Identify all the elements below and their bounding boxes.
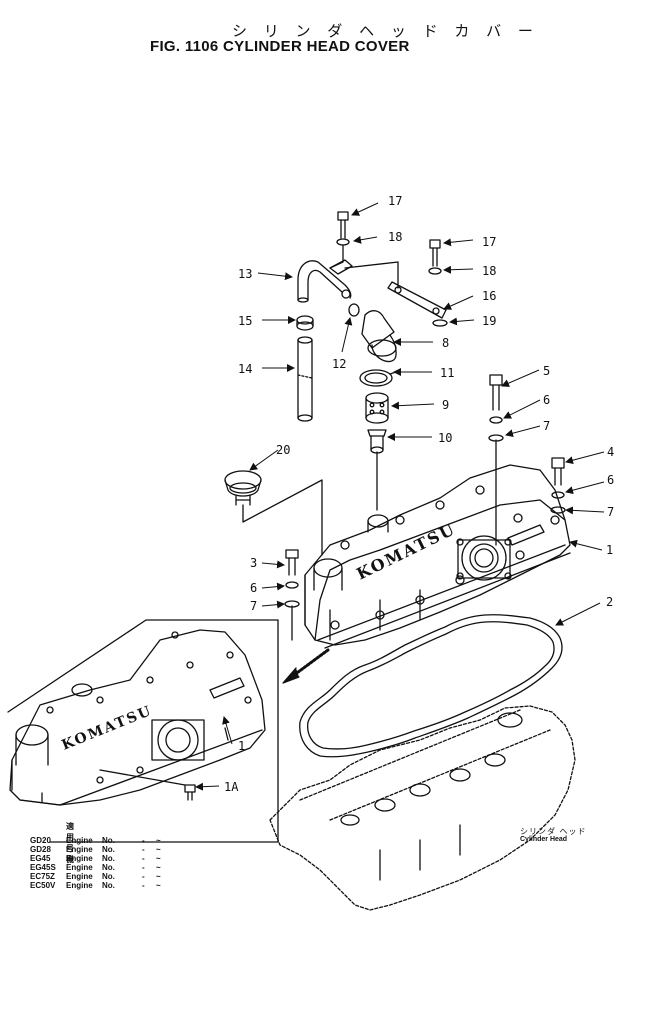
cylinder-head-label: Cylinder Head bbox=[520, 836, 568, 843]
cylinder-head-label-japanese: シリンダ ヘッド bbox=[520, 827, 587, 836]
engine-label: Engine bbox=[66, 872, 93, 881]
cover-logo: KOMATSU bbox=[353, 519, 458, 583]
detail-arrow bbox=[282, 648, 330, 684]
oil-filler-cap bbox=[224, 470, 262, 506]
range-tilde: ~ bbox=[156, 872, 161, 881]
inset-detail-view bbox=[7, 619, 279, 843]
callout-19: 19 bbox=[482, 314, 496, 328]
model-code: EG45S bbox=[30, 863, 56, 872]
callout-1a: 1A bbox=[224, 780, 239, 794]
range-dash: - bbox=[142, 872, 145, 881]
callout-2: 2 bbox=[606, 595, 613, 609]
callout-labels: 17 18 17 18 13 16 15 19 8 12 14 11 5 9 6… bbox=[224, 194, 614, 794]
cylinder-head bbox=[269, 705, 576, 911]
callout-18a: 18 bbox=[388, 230, 402, 244]
number-label: No. bbox=[102, 854, 115, 863]
range-tilde: ~ bbox=[156, 863, 161, 872]
callout-4: 4 bbox=[607, 445, 614, 459]
callout-7b: 7 bbox=[607, 505, 614, 519]
engine-label: Engine bbox=[66, 836, 93, 845]
callout-11: 11 bbox=[440, 366, 454, 380]
callout-14: 14 bbox=[238, 362, 252, 376]
number-label: No. bbox=[102, 863, 115, 872]
number-label: No. bbox=[102, 881, 115, 890]
range-tilde: ~ bbox=[156, 845, 161, 854]
number-label: No. bbox=[102, 845, 115, 854]
callout-17b: 17 bbox=[482, 235, 496, 249]
model-code: EC75Z bbox=[30, 872, 55, 881]
callout-7c: 7 bbox=[250, 599, 257, 613]
head-cover-gasket bbox=[299, 614, 563, 758]
callout-1-inset: 1 bbox=[238, 739, 245, 753]
callout-5: 5 bbox=[543, 364, 550, 378]
range-tilde: ~ bbox=[156, 836, 161, 845]
cover-fasteners bbox=[284, 374, 566, 608]
inset-logo: KOMATSU bbox=[60, 703, 155, 754]
callout-20: 20 bbox=[276, 443, 290, 457]
model-code: EC50V bbox=[30, 881, 56, 890]
figure-title: FIG. 1106 CYLINDER HEAD COVER bbox=[150, 38, 410, 55]
range-dash: - bbox=[142, 854, 145, 863]
callout-18b: 18 bbox=[482, 264, 496, 278]
range-tilde: ~ bbox=[156, 854, 161, 863]
callout-13: 13 bbox=[238, 267, 252, 281]
range-tilde: ~ bbox=[156, 881, 161, 890]
figure-title-japanese: シ リ ン ダ ヘ ッ ド カ バ ー bbox=[232, 22, 539, 40]
model-code: EG45 bbox=[30, 854, 51, 863]
assembly-leader-lines bbox=[242, 244, 497, 641]
callout-6b: 6 bbox=[607, 473, 614, 487]
callout-17a: 17 bbox=[388, 194, 402, 208]
engine-label: Engine bbox=[66, 863, 93, 872]
range-dash: - bbox=[142, 836, 145, 845]
range-dash: - bbox=[142, 863, 145, 872]
range-dash: - bbox=[142, 881, 145, 890]
range-dash: - bbox=[142, 845, 145, 854]
callout-6c: 6 bbox=[250, 581, 257, 595]
engine-label: Engine bbox=[66, 845, 93, 854]
callout-15: 15 bbox=[238, 314, 252, 328]
callout-8: 8 bbox=[442, 336, 449, 350]
callout-6a: 6 bbox=[543, 393, 550, 407]
cylinder-head-cover bbox=[304, 464, 571, 649]
number-label: No. bbox=[102, 872, 115, 881]
callout-3: 3 bbox=[250, 556, 257, 570]
breather-assembly bbox=[296, 211, 448, 454]
callout-9: 9 bbox=[442, 398, 449, 412]
number-label: No. bbox=[102, 836, 115, 845]
callout-7a: 7 bbox=[543, 419, 550, 433]
applicability-header: 適用号機 bbox=[66, 822, 75, 864]
callout-10: 10 bbox=[438, 431, 452, 445]
model-code: GD20 bbox=[30, 836, 51, 845]
callout-12: 12 bbox=[332, 357, 346, 371]
engine-label: Engine bbox=[66, 854, 93, 863]
callout-16: 16 bbox=[482, 289, 496, 303]
engine-label: Engine bbox=[66, 881, 93, 890]
model-code: GD28 bbox=[30, 845, 51, 854]
callout-1: 1 bbox=[606, 543, 613, 557]
